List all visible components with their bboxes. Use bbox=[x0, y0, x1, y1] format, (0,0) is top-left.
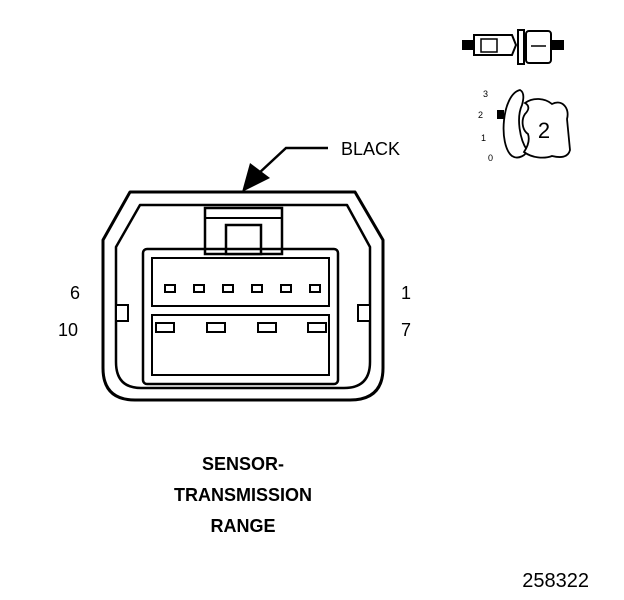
bottom-row-pins bbox=[155, 322, 327, 333]
caption-line-3: RANGE bbox=[210, 516, 275, 536]
connector-color-label: BLACK bbox=[341, 139, 400, 159]
pin-2 bbox=[280, 284, 292, 293]
pin-1 bbox=[309, 284, 321, 293]
pin-9 bbox=[206, 322, 226, 333]
pin-3 bbox=[251, 284, 263, 293]
pin-6 bbox=[164, 284, 176, 293]
pin-8 bbox=[257, 322, 277, 333]
caption-line-2: TRANSMISSION bbox=[174, 485, 312, 505]
pin-5 bbox=[193, 284, 205, 293]
connector-outer-shell bbox=[101, 190, 385, 402]
pin-label-6: 6 bbox=[70, 283, 80, 303]
view-position-indicator: 3 2 1 0 2 bbox=[478, 89, 571, 163]
pin-label-1: 1 bbox=[401, 283, 411, 303]
position-label-1: 1 bbox=[481, 133, 486, 143]
position-label-2: 2 bbox=[478, 110, 483, 120]
figure-number: 258322 bbox=[522, 570, 589, 592]
position-label-3: 3 bbox=[483, 89, 488, 99]
lock-latch bbox=[203, 206, 284, 256]
right-latch-tab bbox=[357, 304, 371, 322]
pin-4 bbox=[222, 284, 234, 293]
pin-label-10: 10 bbox=[58, 320, 78, 340]
pin-label-7: 7 bbox=[401, 320, 411, 340]
selected-position-number: 2 bbox=[538, 118, 550, 143]
position-label-0: 0 bbox=[488, 153, 493, 163]
connector-inner-shell bbox=[114, 203, 372, 390]
callout-leader bbox=[242, 146, 328, 192]
top-row-pins bbox=[164, 284, 321, 293]
pin-10 bbox=[155, 322, 175, 333]
connector-locator-icon bbox=[462, 29, 564, 65]
position-marker bbox=[497, 110, 504, 119]
caption-line-1: SENSOR- bbox=[202, 454, 284, 474]
terminal-block bbox=[141, 247, 340, 386]
left-latch-tab bbox=[115, 304, 129, 322]
pin-7 bbox=[307, 322, 327, 333]
